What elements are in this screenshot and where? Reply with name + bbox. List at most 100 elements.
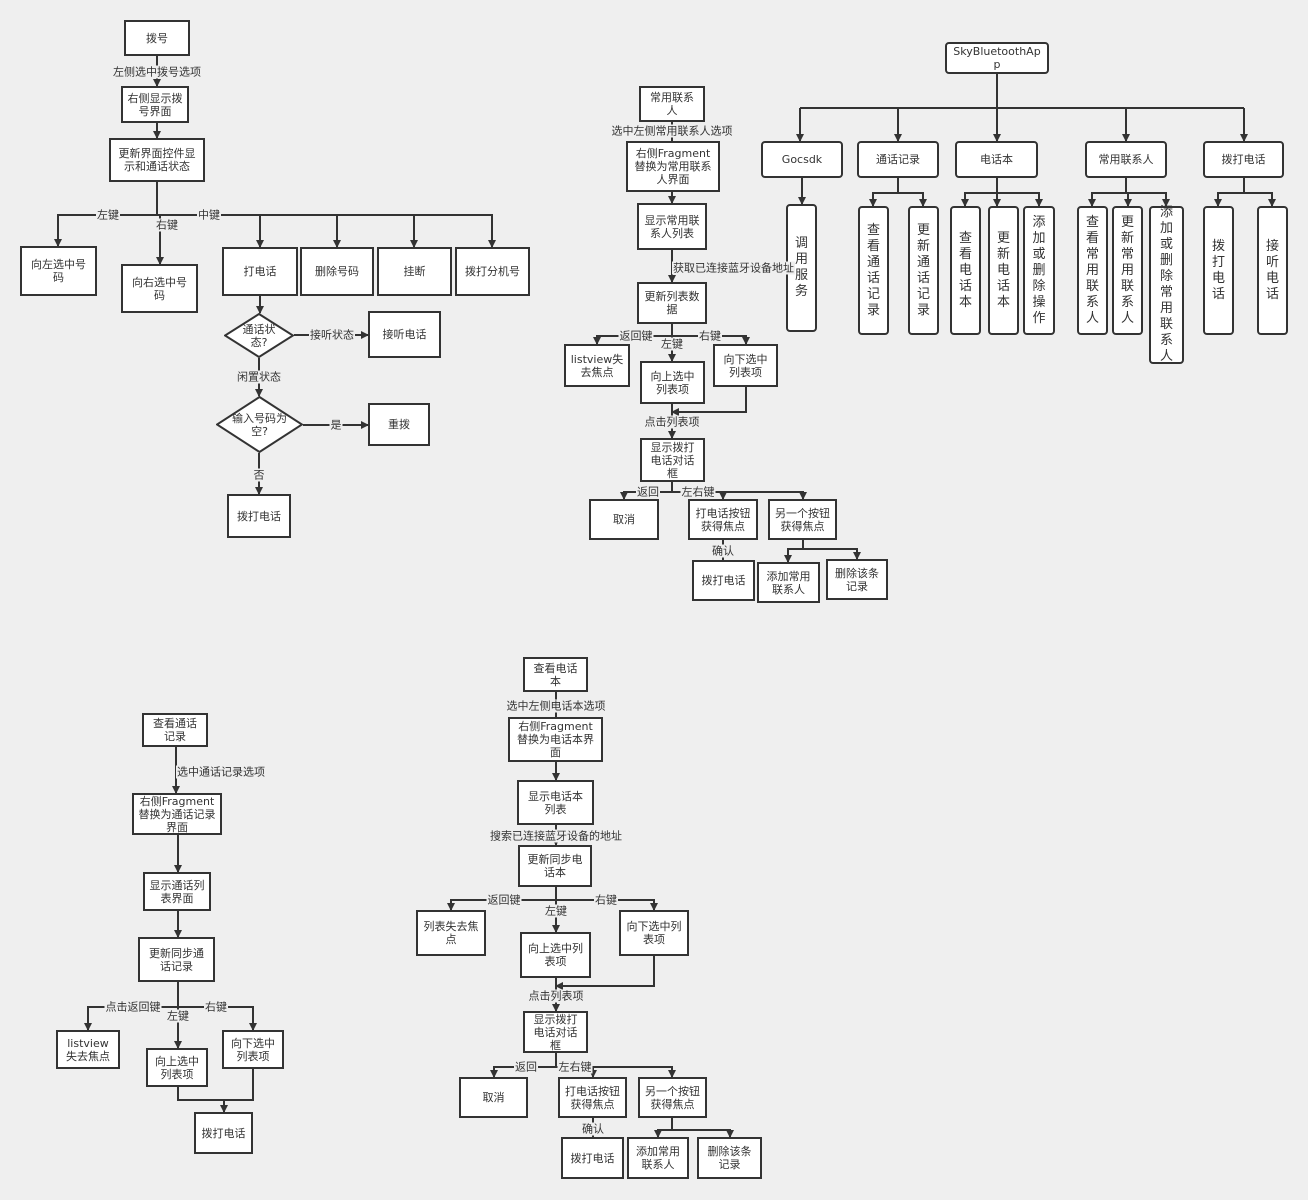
connector-arrow	[1124, 192, 1132, 207]
flow-node-dial-nodes-11: 拨打电话	[227, 494, 291, 538]
flow-node-phonebook-nodes-10: 另一个按钮获得焦点	[638, 1077, 707, 1118]
edge-label-contacts-labels-2: 返回键	[618, 329, 654, 343]
edge-label-phonebook-labels-2: 返回键	[486, 893, 522, 907]
connector-arrow	[672, 491, 807, 500]
flow-node-calllog-nodes-0: 查看通话记录	[142, 713, 208, 747]
connector-arrow	[672, 1129, 734, 1138]
connector-arrow	[1126, 192, 1170, 207]
edge-label-dial-labels-6: 是	[329, 418, 343, 432]
edge-label-contacts-labels-1: 获取已连接蓝牙设备地址	[672, 261, 795, 275]
edge-label-phonebook-labels-8: 确认	[581, 1122, 605, 1136]
flow-node-dial-nodes-9: 接听电话	[368, 311, 441, 358]
flow-node-calllog-nodes-1: 右侧Fragment替换为通话记录界面	[132, 793, 222, 835]
connector-arrow	[898, 192, 927, 207]
flow-node-contacts-nodes-9: 打电话按钮获得焦点	[688, 499, 758, 540]
flow-node-dial-nodes-8: 拨打分机号	[455, 247, 530, 296]
flow-node-phonebook-nodes-12: 添加常用联系人	[627, 1137, 689, 1179]
edge-label-dial-labels-3: 中键	[197, 208, 221, 222]
decision-dial-diamonds-0: 通话状态?	[224, 313, 294, 358]
flow-node-dial-nodes-10: 重拨	[368, 403, 430, 446]
flow-node-contacts-nodes-6: 向下选中列表项	[713, 344, 778, 387]
connector-arrow	[654, 1118, 673, 1138]
flow-node-dial-nodes-5: 打电话	[222, 247, 298, 296]
connector-arrow	[1214, 178, 1245, 207]
flow-node-calllog-nodes-3: 更新同步通话记录	[138, 937, 215, 982]
connector-arrow	[178, 1006, 257, 1031]
flow-node-contacts-nodes-10: 另一个按钮获得焦点	[768, 499, 837, 540]
edge-label-dial-labels-7: 否	[252, 468, 266, 482]
flow-node-dial-nodes-1: 右侧显示拨号界面	[121, 86, 189, 123]
flow-node-phonebook-nodes-4: 列表失去焦点	[416, 910, 486, 956]
flow-node-contacts-nodes-3: 更新列表数据	[637, 282, 707, 324]
flow-node-contacts-nodes-1: 右侧Fragment替换为常用联系人界面	[626, 141, 720, 192]
flow-node-tree-leaves-10: 接听电话	[1257, 206, 1288, 335]
flow-node-phonebook-nodes-13: 删除该条记录	[697, 1137, 762, 1179]
connector-arrow	[961, 192, 997, 207]
edge-label-phonebook-labels-0: 选中左侧电话本选项	[505, 699, 607, 713]
edge-label-phonebook-labels-3: 左键	[544, 904, 568, 918]
flow-node-contacts-nodes-4: listview失去焦点	[564, 344, 630, 387]
connector-arrow	[997, 192, 1043, 207]
flow-node-tree-leaves-2: 更新通话记录	[908, 206, 939, 335]
flow-node-contacts-nodes-8: 取消	[589, 499, 659, 540]
edge-label-calllog-labels-3: 右键	[204, 1000, 228, 1014]
flow-node-contacts-nodes-0: 常用联系人	[639, 86, 705, 122]
edge-label-contacts-labels-3: 左键	[660, 337, 684, 351]
flow-node-tree-leaves-7: 更新常用联系人	[1112, 206, 1143, 335]
flow-node-phonebook-nodes-11: 拨打电话	[561, 1137, 624, 1179]
connector-arrow	[555, 956, 655, 990]
flow-node-tree-leaves-3: 查看电话本	[950, 206, 981, 335]
connector-arrow	[784, 540, 804, 563]
connector-arrow	[672, 335, 750, 345]
flow-node-contacts-nodes-12: 添加常用联系人	[757, 562, 820, 603]
flow-node-tree-leaves-6: 查看常用联系人	[1077, 206, 1108, 335]
flow-node-tree-modules-3: 常用联系人	[1085, 141, 1167, 178]
connector-arrow	[224, 1069, 254, 1101]
flow-node-phonebook-nodes-3: 更新同步电话本	[518, 845, 592, 887]
flow-node-calllog-nodes-7: 拨打电话	[194, 1112, 253, 1154]
flow-node-tree-root: SkyBluetoothApp	[945, 42, 1049, 74]
connector-arrow	[803, 548, 861, 560]
decision-label: 输入号码为空?	[232, 411, 287, 438]
flow-node-dial-nodes-6: 删除号码	[300, 247, 374, 296]
flow-node-tree-modules-2: 电话本	[955, 141, 1038, 178]
flow-node-calllog-nodes-2: 显示通话列表界面	[143, 872, 211, 911]
edge-label-contacts-labels-4: 右键	[698, 329, 722, 343]
connector-arrow	[177, 1087, 228, 1113]
connector-arrow	[157, 214, 496, 248]
edge-label-dial-labels-4: 接听状态	[309, 328, 355, 342]
edge-label-dial-labels-2: 右键	[155, 218, 179, 232]
edge-label-contacts-labels-6: 返回	[636, 485, 660, 499]
edge-label-contacts-labels-5: 点击列表项	[643, 415, 701, 429]
edge-label-phonebook-labels-5: 点击列表项	[527, 989, 585, 1003]
flow-node-phonebook-nodes-7: 显示拨打电话对话框	[523, 1011, 588, 1053]
edge-label-calllog-labels-1: 点击返回键	[104, 1000, 162, 1014]
edge-label-dial-labels-1: 左键	[96, 208, 120, 222]
edge-label-phonebook-labels-6: 返回	[514, 1060, 538, 1074]
connector-arrow	[1088, 178, 1127, 207]
flow-node-phonebook-nodes-9: 打电话按钮获得焦点	[558, 1077, 627, 1118]
connector-arrow	[1244, 192, 1276, 207]
flow-node-dial-nodes-0: 拨号	[124, 20, 190, 56]
flow-node-contacts-nodes-2: 显示常用联系人列表	[637, 203, 707, 250]
flow-node-dial-nodes-3: 向左选中号码	[20, 246, 97, 296]
edge-label-dial-labels-5: 闲置状态	[236, 370, 282, 384]
flow-node-tree-modules-1: 通话记录	[857, 141, 939, 178]
connector-arrow	[54, 214, 157, 247]
flow-node-calllog-nodes-6: 向下选中列表项	[222, 1030, 284, 1069]
edge-label-phonebook-labels-4: 右键	[594, 893, 618, 907]
connector-arrow	[671, 387, 747, 416]
flow-node-dial-nodes-4: 向右选中号码	[121, 264, 198, 313]
edge-label-contacts-labels-0: 选中左侧常用联系人选项	[610, 124, 734, 138]
flow-node-contacts-nodes-7: 显示拨打电话对话框	[640, 438, 705, 482]
flow-node-dial-nodes-2: 更新界面控件显示和通话状态	[109, 138, 205, 182]
flow-node-tree-leaves-9: 拨打电话	[1203, 206, 1234, 335]
edge-label-contacts-labels-7: 左右键	[680, 485, 716, 499]
flow-node-phonebook-nodes-0: 查看电话本	[523, 657, 588, 692]
edge-label-contacts-labels-8: 确认	[711, 544, 735, 558]
edge-label-phonebook-labels-7: 左右键	[557, 1060, 593, 1074]
flow-node-contacts-nodes-11: 拨打电话	[692, 560, 755, 601]
decision-label: 通话状态?	[242, 322, 276, 349]
flow-node-tree-leaves-4: 更新电话本	[988, 206, 1019, 335]
flow-node-tree-leaves-1: 查看通话记录	[858, 206, 889, 335]
